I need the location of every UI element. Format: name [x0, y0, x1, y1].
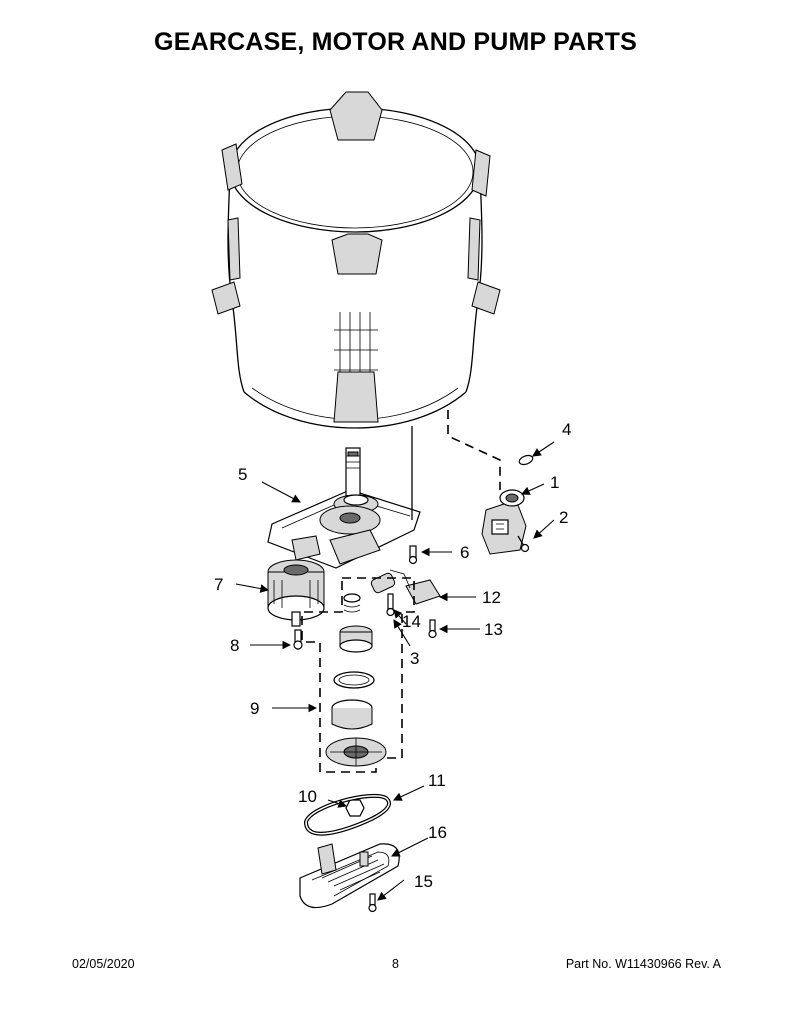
callout-11: 11: [428, 771, 446, 790]
callout-14: 14: [402, 612, 421, 631]
pulley-nut: [345, 799, 365, 817]
drive-belt: [303, 793, 391, 836]
callout-labels: 4 1 2 5 6 7 12 14 13 8 3 9 10 11 16 15: [214, 420, 571, 891]
gearcase-assembly: [267, 426, 421, 569]
callout-4: 4: [562, 420, 571, 439]
shield-screw: [368, 893, 377, 913]
callout-6: 6: [460, 543, 469, 562]
clutch-kit: [301, 577, 415, 773]
pump-screw: [517, 535, 530, 553]
gearcase-bolt: [408, 545, 418, 565]
callout-5: 5: [238, 465, 247, 484]
footer-date: 02/05/2020: [72, 957, 135, 971]
callout-13: 13: [484, 620, 503, 639]
hose-clamp: [518, 454, 534, 466]
motor-wire-bracket: [389, 569, 441, 605]
page-title: GEARCASE, MOTOR AND PUMP PARTS: [154, 28, 637, 56]
footer-page-number: 8: [392, 957, 399, 971]
callout-9: 9: [250, 699, 259, 718]
capacitor: [370, 572, 396, 594]
callout-2: 2: [559, 508, 568, 527]
footer-part-number: Part No. W11430966 Rev. A: [565, 957, 721, 971]
motor-bolt: [293, 629, 303, 650]
callout-15: 15: [414, 872, 433, 891]
callout-10: 10: [298, 787, 317, 806]
drive-motor: [267, 559, 325, 627]
callout-1: 1: [550, 473, 559, 492]
callout-8: 8: [230, 636, 239, 655]
capacitor-screw: [386, 593, 395, 617]
callout-7: 7: [214, 575, 223, 594]
callout-12: 12: [482, 588, 501, 607]
callout-3: 3: [410, 649, 419, 668]
hose-connection-line: [447, 410, 501, 490]
bracket-screw: [428, 619, 437, 639]
outer-tub: [211, 91, 501, 429]
bottom-shield: [299, 843, 400, 909]
callout-16: 16: [428, 823, 447, 842]
leader-lines: [235, 441, 555, 901]
drain-pump: [481, 489, 527, 555]
